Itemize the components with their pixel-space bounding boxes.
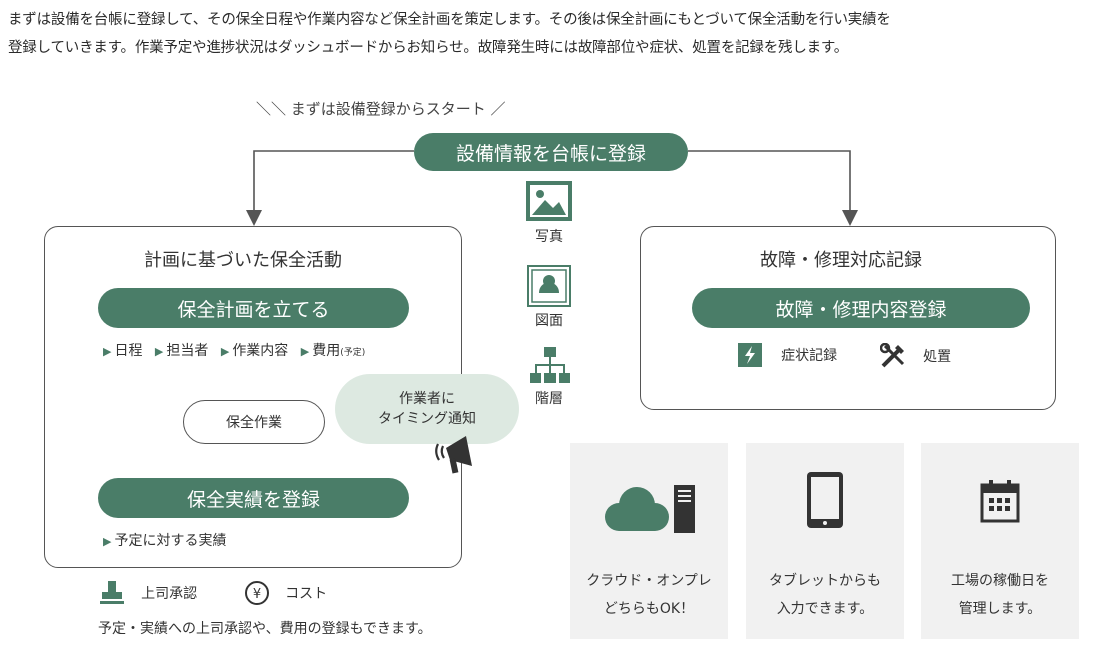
feature-cloud-text: クラウド・オンプレ どちらもOK！	[570, 567, 728, 623]
triangle-icon: ▶	[103, 345, 112, 358]
megaphone-icon	[432, 430, 484, 484]
tagline: ＼＼ まずは設備登録からスタート ／	[256, 100, 506, 118]
triangle-icon: ▶	[154, 345, 164, 358]
calendar-icon	[980, 480, 1020, 523]
plan-item-cost-suffix: (予定)	[340, 348, 366, 358]
plan-item-cost: 費用	[312, 343, 341, 359]
center-label-photo: 写真	[535, 229, 563, 245]
feature-card-calendar: 工場の稼働日を 管理します。	[921, 443, 1079, 639]
legend-cost: ¥ コスト	[244, 580, 327, 606]
right-panel-title: 故障・修理対応記録	[760, 250, 922, 271]
feature-calendar-text: 工場の稼働日を 管理します。	[921, 567, 1079, 623]
legend-approval-label: 上司承認	[141, 586, 198, 602]
speech-line-2: タイミング通知	[378, 411, 476, 427]
result-item: 予定に対する実績	[114, 533, 227, 549]
symptom-record-label: 症状記録	[781, 348, 838, 364]
feature-tablet-line-1: タブレットからも	[769, 573, 881, 589]
result-item-row: ▶予定に対する実績	[103, 530, 226, 550]
feature-cloud-line-2: どちらもOK！	[603, 601, 695, 617]
intro-text: まずは設備を台帳に登録して、その保全日程や作業内容など保全計画を策定します。その…	[8, 6, 1093, 62]
plan-item-person: 担当者	[166, 343, 209, 359]
feature-tablet-text: タブレットからも 入力できます。	[746, 567, 904, 623]
speech-line-1: 作業者に	[399, 391, 455, 407]
register-equipment-pill: 設備情報を台帳に登録	[414, 133, 688, 171]
plan-item-work: 作業内容	[232, 343, 289, 359]
treatment-item: 処置	[879, 342, 952, 369]
maintenance-plan-pill: 保全計画を立てる	[98, 288, 409, 328]
cloud-server-icon	[605, 485, 695, 533]
svg-text:¥: ¥	[253, 587, 261, 602]
approval-note: 予定・実績への上司承認や、費用の登録もできます。	[98, 621, 432, 637]
notification-speech-bubble: 作業者に タイミング通知	[335, 374, 519, 444]
left-panel-title: 計画に基づいた保全活動	[144, 250, 342, 271]
feature-tablet-line-2: 入力できます。	[776, 601, 874, 617]
feature-card-cloud: クラウド・オンプレ どちらもOK！	[570, 443, 728, 639]
plan-items-row: ▶日程 ▶担当者 ▶作業内容 ▶費用(予定)	[103, 340, 365, 360]
lightning-icon	[738, 343, 762, 367]
feature-card-tablet: タブレットからも 入力できます。	[746, 443, 904, 639]
intro-line-2: 登録していきます。作業予定や進捗状況はダッシュボードからお知らせ。故障発生時には…	[8, 40, 849, 56]
triangle-icon: ▶	[103, 535, 112, 548]
image-icon	[526, 181, 572, 221]
feature-calendar-line-2: 管理します。	[958, 601, 1042, 617]
stamp-icon	[100, 581, 124, 604]
center-icon-hierarchy	[530, 346, 570, 390]
intro-line-1: まずは設備を台帳に登録して、その保全日程や作業内容など保全計画を策定します。その…	[8, 12, 891, 28]
treatment-label: 処置	[923, 349, 952, 365]
tools-icon	[879, 342, 905, 368]
yen-icon: ¥	[245, 581, 269, 605]
drawing-icon	[527, 265, 571, 307]
center-label-drawing: 図面	[535, 313, 563, 329]
failure-repair-pill: 故障・修理内容登録	[692, 288, 1030, 328]
register-result-pill: 保全実績を登録	[98, 478, 409, 518]
feature-calendar-line-1: 工場の稼働日を	[951, 573, 1049, 589]
hierarchy-icon	[530, 347, 570, 383]
center-icon-photo	[525, 180, 573, 226]
symptom-record-item: 症状記録	[738, 343, 837, 367]
feature-cloud-line-1: クラウド・オンプレ	[586, 573, 712, 589]
legend-cost-label: コスト	[285, 586, 328, 602]
triangle-icon: ▶	[300, 345, 310, 358]
plan-item-schedule: 日程	[114, 343, 143, 359]
triangle-icon: ▶	[220, 345, 230, 358]
center-label-hierarchy: 階層	[535, 391, 563, 407]
maintenance-work-bubble: 保全作業	[183, 400, 325, 444]
legend-approval: 上司承認	[100, 580, 197, 606]
tablet-icon	[807, 472, 843, 528]
center-icon-drawing	[527, 265, 571, 311]
